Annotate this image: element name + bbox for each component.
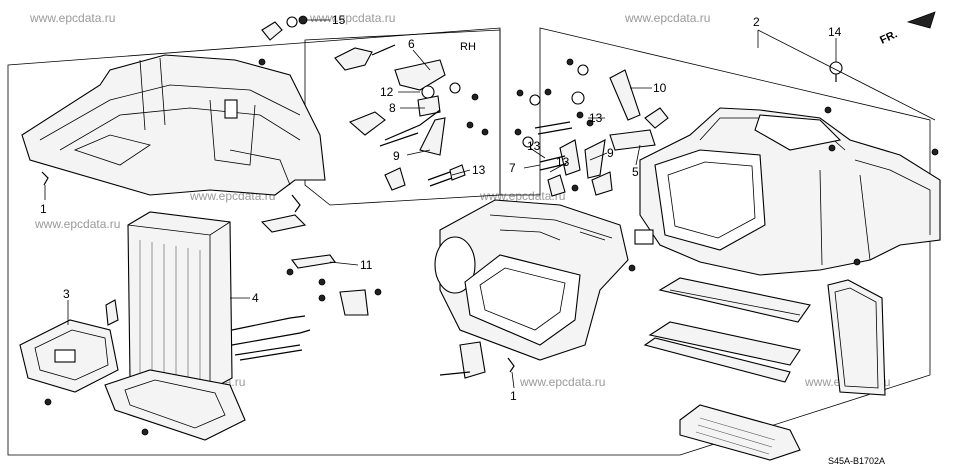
callout-1: 1 — [510, 389, 517, 403]
watermark: www.epcdata.ru — [309, 11, 395, 25]
callout-11: 11 — [360, 258, 373, 272]
callout-13: 13 — [527, 139, 541, 153]
drawing-code: S45A-B1702A — [828, 456, 885, 466]
callout-7: 7 — [509, 161, 516, 175]
callout-13: 13 — [589, 111, 603, 125]
callout-14: 14 — [828, 25, 842, 39]
leader-lines — [44, 19, 936, 389]
callout-8: 8 — [389, 101, 396, 115]
right-linkage — [514, 58, 669, 197]
callout-6: 6 — [408, 37, 415, 51]
callout-12: 12 — [380, 85, 394, 99]
callout-3: 3 — [63, 287, 70, 301]
heater-core — [127, 211, 311, 391]
blower-unit — [434, 199, 636, 379]
air-filters — [643, 277, 886, 461]
heater-housing — [634, 106, 941, 276]
bottom-tray — [104, 369, 246, 441]
callout-2: 2 — [753, 15, 760, 29]
callout-10: 10 — [653, 81, 667, 95]
rh-label: RH — [460, 41, 476, 53]
callout-13: 13 — [472, 163, 486, 177]
rh-linkage — [334, 44, 489, 191]
watermark: www.epcdata.ru — [519, 375, 605, 389]
watermark: www.epcdata.ru — [624, 11, 710, 25]
fasteners-left — [41, 15, 382, 436]
callout-4: 4 — [252, 291, 259, 305]
front-direction-arrow: FR. — [878, 11, 936, 47]
callout-15: 15 — [332, 13, 346, 27]
callout-5: 5 — [632, 165, 639, 179]
callout-1: 1 — [40, 202, 47, 216]
front-label: FR. — [878, 28, 899, 46]
watermark: www.epcdata.ru — [479, 189, 565, 203]
callout-9: 9 — [393, 149, 400, 163]
callout-13: 13 — [556, 155, 570, 169]
lower-duct — [19, 319, 119, 393]
upper-heater-case — [21, 54, 326, 196]
watermark: www.epcdata.ru — [34, 217, 120, 231]
callout-9: 9 — [607, 146, 614, 160]
watermark: www.epcdata.ru — [29, 11, 115, 25]
callouts: 1 1 2 3 4 5 6 7 8 9 9 10 11 12 13 13 13 … — [40, 13, 842, 403]
